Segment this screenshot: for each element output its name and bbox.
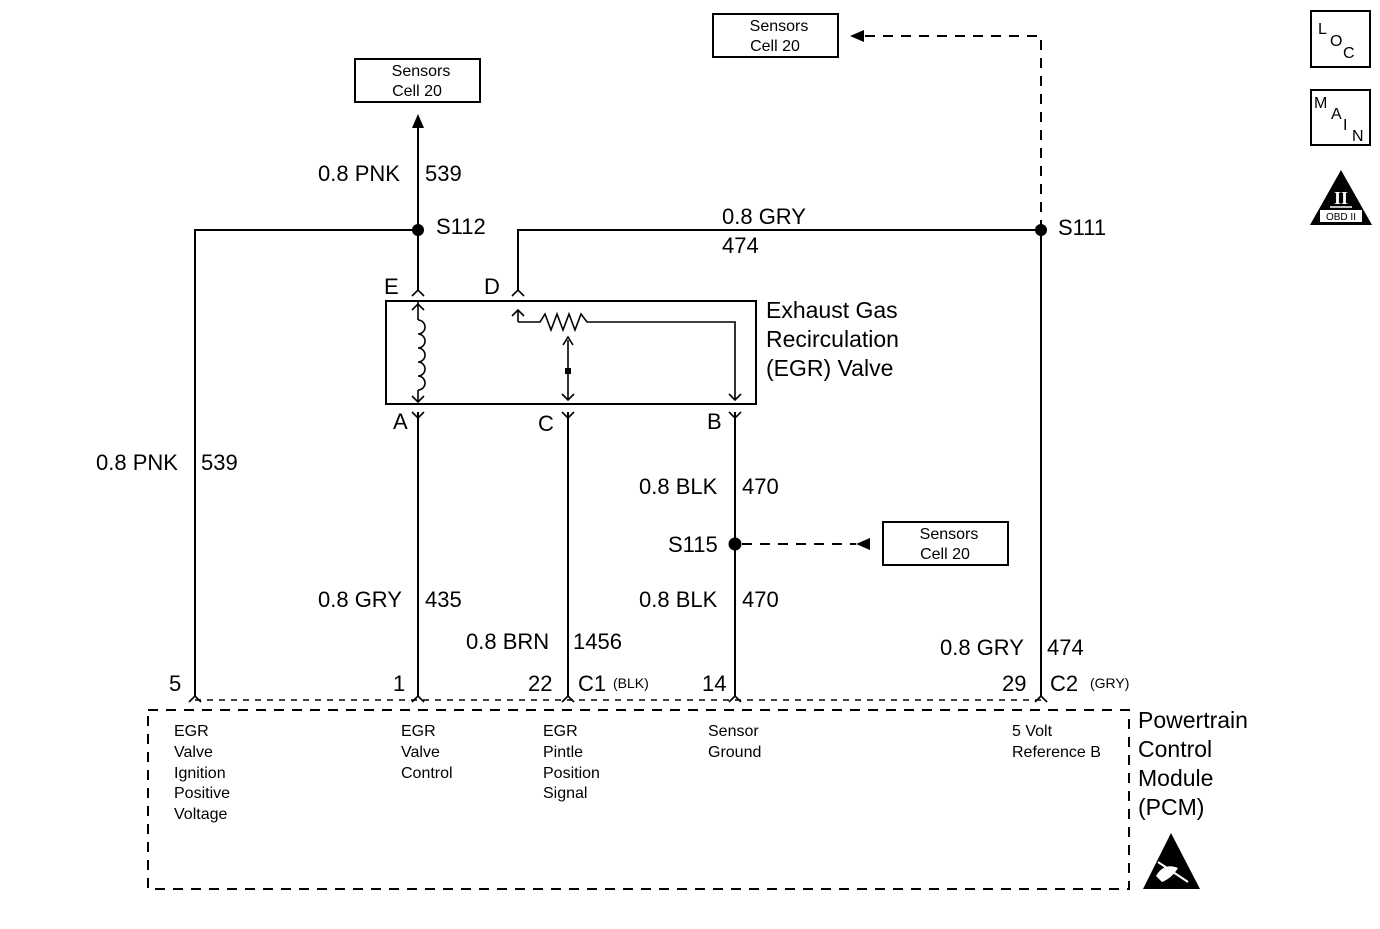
egr-title-line2: Recirculation xyxy=(766,326,899,352)
esd-warning-icon xyxy=(1143,833,1200,889)
splice-label-s115: S115 xyxy=(668,532,718,557)
connector-c2: C2 xyxy=(1050,671,1078,696)
svg-text:C: C xyxy=(1343,45,1355,62)
egr-title-line3: (EGR) Valve xyxy=(766,355,893,381)
pin-label-e: E xyxy=(384,274,399,299)
ref-label-line1: Sensors xyxy=(920,526,979,543)
pin-label-a: A xyxy=(393,409,408,434)
pin-label-c: C xyxy=(538,411,554,436)
svg-text:Reference B: Reference B xyxy=(1012,744,1101,761)
svg-text:Signal: Signal xyxy=(543,785,587,802)
pcm-pin-number: 22 xyxy=(528,671,552,696)
circuit-number: 470 xyxy=(742,587,779,612)
connector-c1-color: (BLK) xyxy=(613,675,649,691)
splice-s111-dot[interactable] xyxy=(1035,224,1047,236)
wire-dashed-s111 xyxy=(864,35,1042,230)
wire-pnk-539-left xyxy=(194,229,418,697)
egr-pin-chevrons xyxy=(411,288,742,420)
svg-text:Sensor: Sensor xyxy=(708,723,759,740)
connector-c1: C1 xyxy=(578,671,606,696)
main-icon[interactable]: M A I N xyxy=(1310,89,1371,146)
egr-valve-component[interactable] xyxy=(385,300,757,405)
arrow-up-icon xyxy=(412,114,424,128)
arrow-left-icon xyxy=(850,30,864,42)
pcm-title-line4: (PCM) xyxy=(1138,794,1204,820)
splice-s115-dot[interactable] xyxy=(728,537,742,551)
pcm-title-line3: Module xyxy=(1138,765,1213,791)
pin-label-d: D xyxy=(484,274,500,299)
pcm-pin-desc-22: EGR Pintle Position Signal xyxy=(543,723,600,802)
ref-label-line2: Cell 20 xyxy=(920,546,970,563)
svg-text:Position: Position xyxy=(543,765,600,782)
pcm-pin-chevrons xyxy=(188,694,1048,703)
svg-text:5 Volt: 5 Volt xyxy=(1012,723,1053,740)
svg-text:I: I xyxy=(1343,117,1347,134)
svg-text:Pintle: Pintle xyxy=(543,744,583,761)
pcm-pin-number: 14 xyxy=(702,671,726,696)
svg-text:Positive: Positive xyxy=(174,785,230,802)
pin-label-b: B xyxy=(707,409,722,434)
pcm-outline[interactable] xyxy=(147,709,1130,890)
splice-label-s112: S112 xyxy=(436,214,486,239)
circuit-number: 1456 xyxy=(573,629,622,654)
wire-label: 0.8 GRY xyxy=(722,204,806,229)
pcm-pin-desc-14: Sensor Ground xyxy=(708,723,761,761)
sensors-reference-middle-right[interactable]: Sensors Cell 20 xyxy=(882,521,1009,566)
svg-text:EGR: EGR xyxy=(174,723,209,740)
ref-label-line1: Sensors xyxy=(750,18,809,35)
ref-label-line1: Sensors xyxy=(392,63,451,80)
splice-s112-dot[interactable] xyxy=(412,224,424,236)
wire-label: 0.8 PNK xyxy=(96,450,178,475)
wire-label: 0.8 BRN xyxy=(466,629,549,654)
wire-label: 0.8 PNK xyxy=(318,161,400,186)
ref-label-line2: Cell 20 xyxy=(392,83,442,100)
svg-text:N: N xyxy=(1352,128,1364,145)
arrow-left-icon xyxy=(856,538,870,550)
circuit-number: 435 xyxy=(425,587,462,612)
svg-text:M: M xyxy=(1314,95,1327,112)
sensors-reference-top-left[interactable]: Sensors Cell 20 xyxy=(354,58,481,103)
egr-title-line1: Exhaust Gas xyxy=(766,297,898,323)
svg-text:Voltage: Voltage xyxy=(174,806,227,823)
wire-label: 0.8 BLK xyxy=(639,587,718,612)
pcm-title-line1: Powertrain xyxy=(1138,707,1248,733)
circuit-number: 539 xyxy=(425,161,462,186)
svg-text:A: A xyxy=(1331,106,1342,123)
svg-text:Ignition: Ignition xyxy=(174,765,226,782)
pcm-pin-desc-5: EGR Valve Ignition Positive Voltage xyxy=(174,723,230,823)
svg-text:Valve: Valve xyxy=(174,744,213,761)
svg-text:Valve: Valve xyxy=(401,744,440,761)
loc-icon[interactable]: L O C xyxy=(1310,10,1371,68)
svg-text:II: II xyxy=(1334,188,1348,208)
svg-text:Control: Control xyxy=(401,765,453,782)
connector-c2-color: (GRY) xyxy=(1090,675,1129,691)
svg-text:EGR: EGR xyxy=(401,723,436,740)
circuit-number: 539 xyxy=(201,450,238,475)
pcm-pin-number: 5 xyxy=(169,671,181,696)
pcm-title-line2: Control xyxy=(1138,736,1212,762)
circuit-number: 474 xyxy=(1047,635,1084,660)
svg-text:OBD II: OBD II xyxy=(1326,212,1356,223)
wire-gry-474-top xyxy=(517,229,1041,290)
wire-label: 0.8 GRY xyxy=(940,635,1024,660)
wire-label: 0.8 GRY xyxy=(318,587,402,612)
pcm-pin-desc-29: 5 Volt Reference B xyxy=(1012,723,1101,761)
pcm-pin-desc-1: EGR Valve Control xyxy=(401,723,453,782)
obd-ii-icon[interactable]: II OBD II xyxy=(1310,170,1372,225)
sensors-reference-top-right[interactable]: Sensors Cell 20 xyxy=(712,13,839,58)
svg-text:EGR: EGR xyxy=(543,723,578,740)
pcm-pin-number: 29 xyxy=(1002,671,1026,696)
circuit-number: 470 xyxy=(742,474,779,499)
ref-label-line2: Cell 20 xyxy=(750,38,800,55)
svg-text:O: O xyxy=(1330,33,1342,50)
wire-label: 0.8 BLK xyxy=(639,474,718,499)
splice-label-s111: S111 xyxy=(1058,215,1106,240)
pcm-pin-number: 1 xyxy=(393,671,405,696)
circuit-number: 474 xyxy=(722,233,759,258)
svg-text:L: L xyxy=(1318,21,1327,38)
svg-text:Ground: Ground xyxy=(708,744,761,761)
